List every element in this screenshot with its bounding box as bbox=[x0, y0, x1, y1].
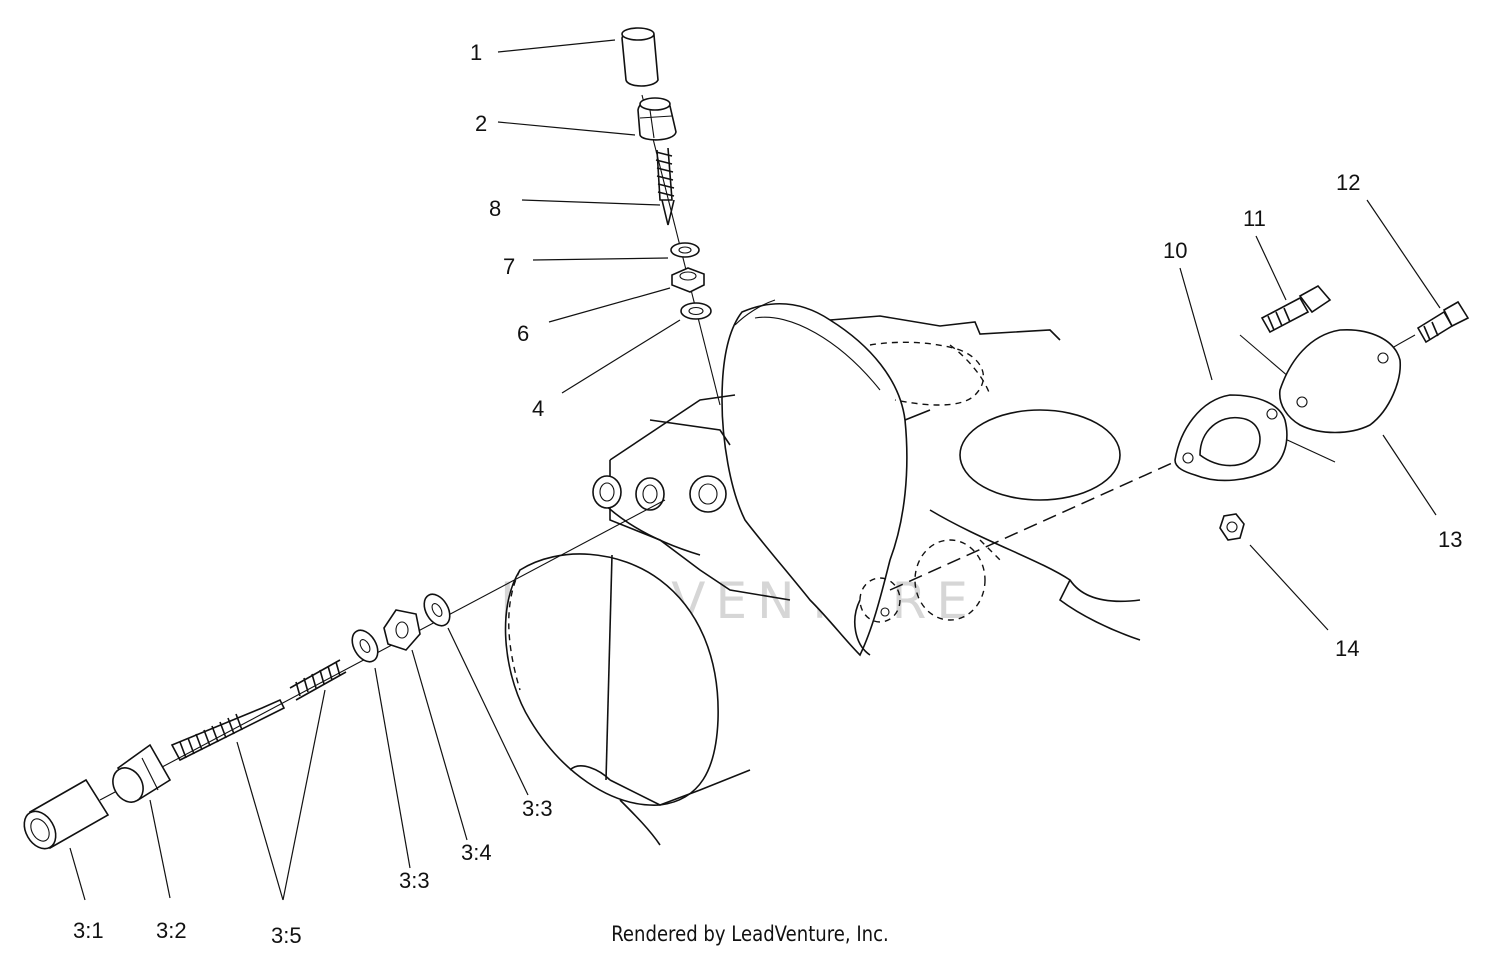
callout-10: 10 bbox=[1163, 238, 1187, 263]
engine-housing bbox=[504, 299, 1141, 846]
part-11-bolt bbox=[1260, 284, 1332, 334]
cover-axis-line bbox=[889, 454, 1191, 591]
callout-3-3-upper: 3:3 bbox=[522, 796, 553, 821]
part-3-5-stem bbox=[170, 659, 347, 762]
callout-2: 2 bbox=[475, 111, 487, 136]
part-3-3-washer-upper bbox=[423, 593, 451, 627]
right-cover-assembly bbox=[889, 284, 1470, 591]
part-4-washer bbox=[680, 302, 712, 320]
part-14-nut bbox=[1219, 513, 1245, 541]
lower-valve-assembly bbox=[23, 499, 666, 850]
callout-3-2: 3:2 bbox=[156, 918, 187, 943]
callout-labels: 1 2 8 7 6 4 10 11 12 13 14 3:1 3:2 3:5 3… bbox=[73, 40, 1462, 948]
top-valve-assembly bbox=[621, 27, 721, 406]
callout-13: 13 bbox=[1438, 527, 1462, 552]
part-12-bolt bbox=[1416, 300, 1470, 344]
callout-3-4: 3:4 bbox=[461, 840, 492, 865]
callout-12: 12 bbox=[1336, 170, 1360, 195]
part-2-adjuster bbox=[637, 97, 677, 141]
part-7-washer bbox=[670, 242, 700, 258]
part-3-2-adjuster bbox=[112, 743, 172, 803]
callout-6: 6 bbox=[517, 321, 529, 346]
part-3-4-nut bbox=[383, 609, 421, 651]
callout-3-3-lower: 3:3 bbox=[399, 868, 430, 893]
part-13-cover-plate bbox=[1278, 329, 1401, 434]
callout-3-1: 3:1 bbox=[73, 918, 104, 943]
part-6-nut bbox=[671, 267, 705, 293]
callout-4: 4 bbox=[532, 396, 544, 421]
callout-1: 1 bbox=[470, 40, 482, 65]
callout-11: 11 bbox=[1243, 206, 1266, 231]
part-8-stem bbox=[655, 147, 675, 226]
lower-axis-line bbox=[99, 499, 666, 801]
part-3-3-washer-lower bbox=[351, 629, 379, 663]
part-10-gasket bbox=[1174, 394, 1288, 482]
callout-7: 7 bbox=[503, 254, 515, 279]
part-3-1-cap bbox=[23, 778, 110, 850]
callout-14: 14 bbox=[1335, 636, 1359, 661]
leader-lines bbox=[69, 39, 1441, 901]
callout-3-5: 3:5 bbox=[271, 923, 302, 948]
footer-credit: Rendered by LeadVenture, Inc. bbox=[611, 922, 889, 946]
part-1-cap bbox=[621, 27, 659, 87]
callout-8: 8 bbox=[489, 196, 501, 221]
